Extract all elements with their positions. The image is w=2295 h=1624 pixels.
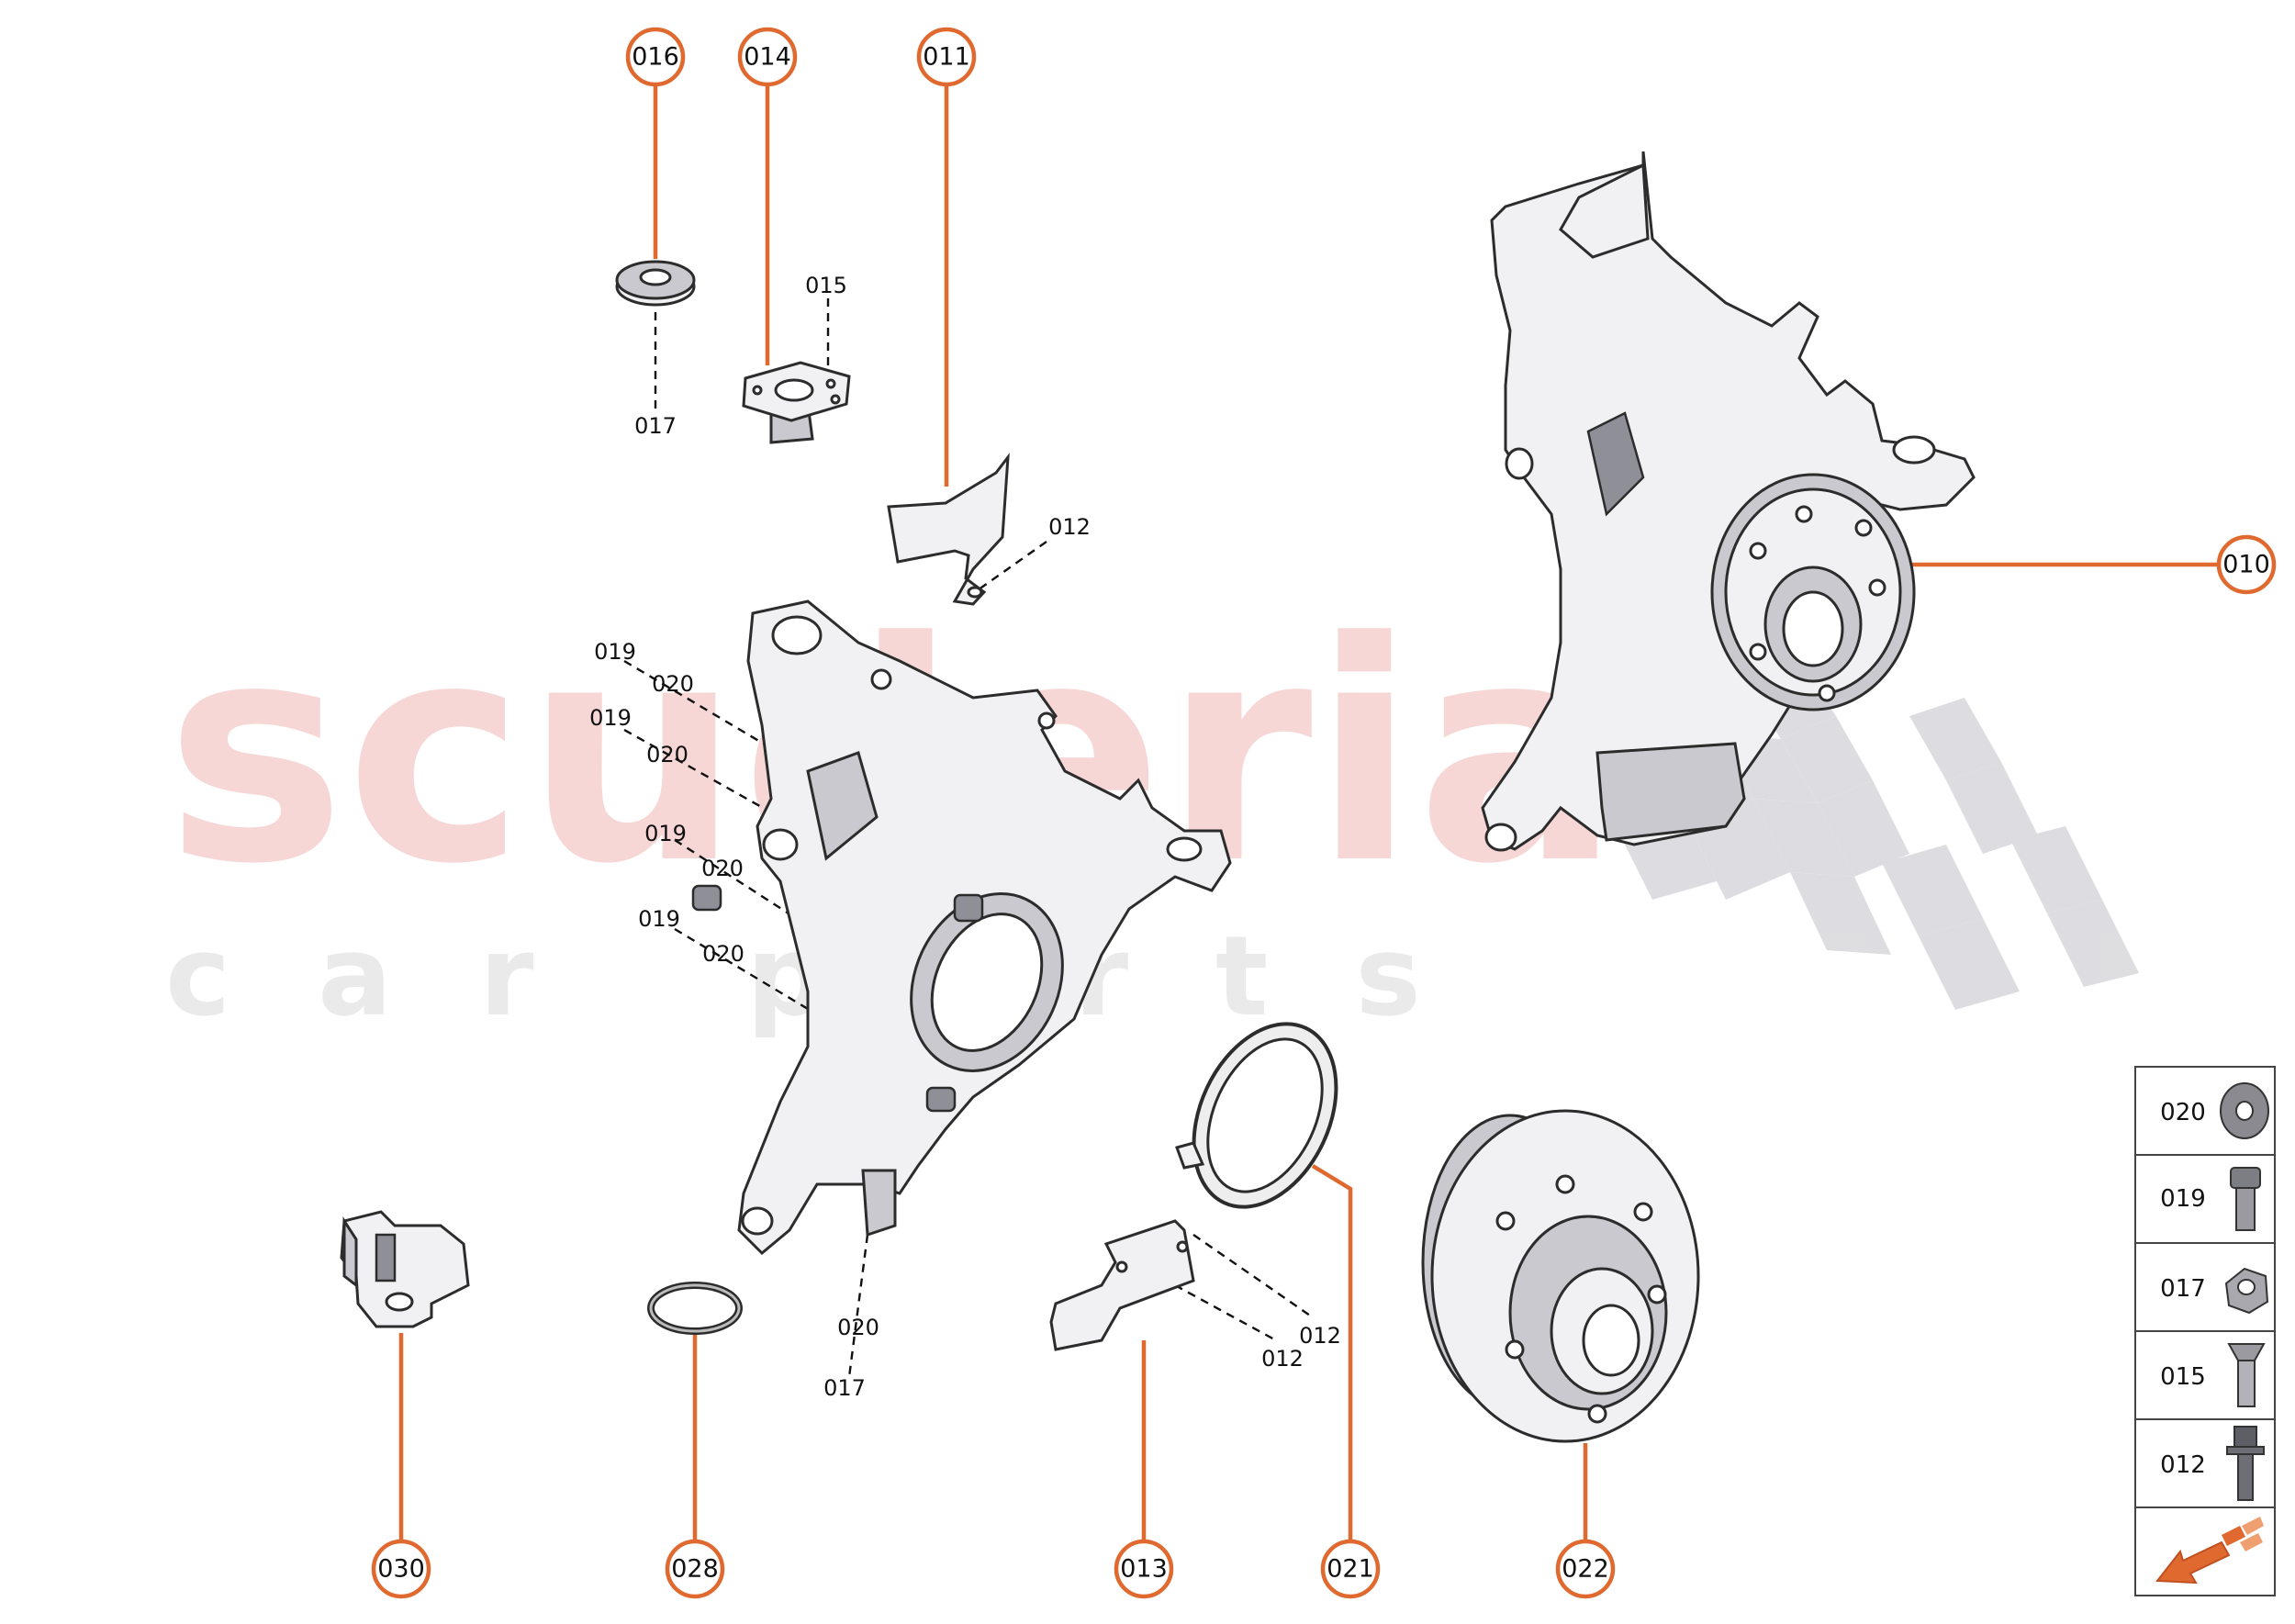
- ref-020-bottom: 020: [837, 1315, 879, 1340]
- callout-028-label: 028: [671, 1555, 719, 1584]
- legend-row-017[interactable]: 017: [2134, 1242, 2276, 1332]
- part-013-shield-plate: [1049, 1219, 1195, 1351]
- callout-016-label: 016: [632, 43, 679, 72]
- ref-019-b: 019: [589, 705, 632, 731]
- ref-012-right2: 012: [1261, 1346, 1304, 1372]
- legend-row-012[interactable]: 012: [2134, 1418, 2276, 1508]
- part-016-flange-nut: [615, 260, 696, 307]
- legend-code-019: 019: [2160, 1185, 2206, 1213]
- ref-012-top: 012: [1048, 514, 1091, 540]
- callout-028[interactable]: 028: [665, 1539, 725, 1599]
- direction-arrow-icon: [2155, 1517, 2264, 1585]
- callout-lines: [398, 86, 2217, 1544]
- callout-016[interactable]: 016: [625, 27, 686, 87]
- part-011-bracket: [887, 453, 1010, 606]
- legend-row-019[interactable]: 019: [2134, 1154, 2276, 1244]
- ref-020-c: 020: [701, 856, 744, 881]
- part-028-o-ring: [647, 1282, 743, 1335]
- callout-021[interactable]: 021: [1320, 1539, 1381, 1599]
- fastener-legend: 020 019 017 015: [2134, 1066, 2276, 1596]
- callout-010-label: 010: [2222, 551, 2270, 579]
- callout-line-021: [1311, 1164, 1353, 1544]
- ref-019-a: 019: [594, 639, 636, 665]
- callout-010[interactable]: 010: [2216, 534, 2277, 595]
- flange-bolt-icon: [2226, 1426, 2265, 1501]
- legend-row-020[interactable]: 020: [2134, 1066, 2276, 1156]
- countersunk-screw-icon: [2227, 1343, 2266, 1407]
- callout-014-label: 014: [744, 43, 791, 72]
- legend-code-015: 015: [2160, 1363, 2206, 1391]
- ref-012-right1: 012: [1299, 1323, 1341, 1349]
- leader-019-020-d: [674, 927, 818, 1016]
- ref-019-c: 019: [644, 821, 687, 846]
- callout-013[interactable]: 013: [1114, 1539, 1174, 1599]
- callout-021-label: 021: [1327, 1555, 1374, 1584]
- callout-030[interactable]: 030: [371, 1539, 431, 1599]
- part-014-eccentric-plate: [742, 361, 851, 444]
- legend-direction-row[interactable]: [2134, 1506, 2276, 1596]
- leader-020-017-bottom: [847, 1234, 869, 1378]
- ref-020-a: 020: [652, 671, 694, 697]
- legend-row-015[interactable]: 015: [2134, 1330, 2276, 1420]
- part-022-wheel-hub: [1421, 1109, 1700, 1443]
- callout-011-label: 011: [923, 43, 970, 72]
- leader-012-right1: [1192, 1234, 1314, 1318]
- callout-022-label: 022: [1562, 1555, 1609, 1584]
- ref-020-d: 020: [702, 941, 744, 967]
- callout-011[interactable]: 011: [916, 27, 977, 87]
- flange-nut-icon: [2224, 1267, 2269, 1315]
- callout-030-label: 030: [377, 1555, 425, 1584]
- ref-019-d: 019: [638, 906, 680, 932]
- callouts: 016 014 011 010 030 028 013 021: [371, 27, 2277, 1599]
- cap-screw-icon: [2230, 1167, 2261, 1231]
- leader-019-020-b: [623, 728, 772, 814]
- legend-code-012: 012: [2160, 1451, 2206, 1479]
- legend-code-020: 020: [2160, 1099, 2206, 1126]
- callout-022[interactable]: 022: [1555, 1539, 1616, 1599]
- watermark: scuderia car parts: [165, 577, 2139, 1041]
- ref-015: 015: [805, 273, 847, 298]
- part-030-sensor: [340, 1210, 470, 1328]
- callout-014[interactable]: 014: [737, 27, 798, 87]
- ref-020-b: 020: [646, 742, 688, 767]
- washer-icon: [2220, 1082, 2269, 1139]
- ref-017-top: 017: [634, 413, 677, 439]
- callout-013-label: 013: [1120, 1555, 1168, 1584]
- part-010-knuckle-assembly: [1481, 151, 1976, 852]
- reference-labels: 015 017 012 019 020 019 020 019 020 019 …: [589, 273, 1341, 1401]
- part-021-sensor-ring: [1175, 1022, 1338, 1209]
- legend-code-017: 017: [2160, 1275, 2206, 1303]
- leader-012-right2: [1174, 1283, 1277, 1342]
- part-steering-knuckle: [691, 599, 1232, 1256]
- ref-017-bottom: 017: [823, 1375, 866, 1401]
